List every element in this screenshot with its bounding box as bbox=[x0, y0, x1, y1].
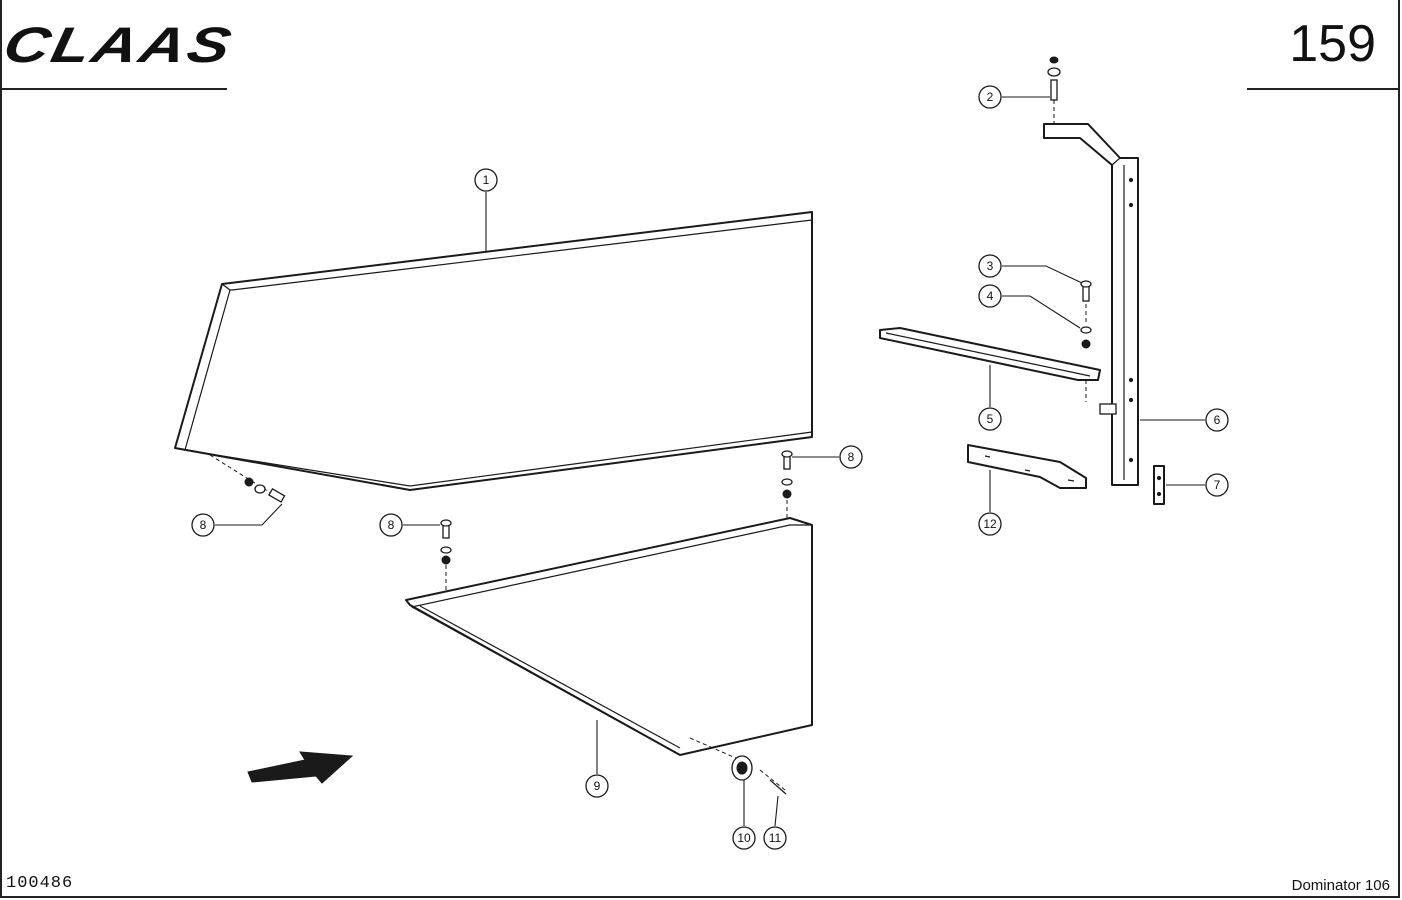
svg-text:8: 8 bbox=[388, 518, 395, 532]
callout-8-left: 8 bbox=[191, 513, 215, 537]
callout-1: 1 bbox=[474, 168, 498, 192]
header-rule-left bbox=[0, 88, 227, 90]
bolt-stack-8-center bbox=[440, 519, 452, 590]
svg-text:10: 10 bbox=[737, 831, 751, 845]
svg-text:7: 7 bbox=[1214, 478, 1221, 492]
svg-text:8: 8 bbox=[200, 518, 207, 532]
bolt-stack-8-left bbox=[244, 477, 286, 503]
callout-3: 3 bbox=[978, 254, 1002, 278]
svg-text:11: 11 bbox=[769, 831, 782, 845]
upper-side-panel bbox=[174, 211, 813, 501]
bolt-stack-3-4 bbox=[1080, 280, 1092, 349]
offset-bracket bbox=[967, 444, 1087, 489]
callout-4: 4 bbox=[978, 284, 1002, 308]
callout-5: 5 bbox=[978, 407, 1002, 431]
vertical-bracket bbox=[1043, 123, 1139, 486]
callout-9: 9 bbox=[585, 774, 609, 798]
callout-7: 7 bbox=[1205, 473, 1229, 497]
svg-text:1: 1 bbox=[483, 173, 490, 187]
svg-text:3: 3 bbox=[987, 259, 994, 273]
leader-lines bbox=[215, 96, 1205, 827]
svg-text:12: 12 bbox=[983, 517, 997, 531]
callout-11: 11 bbox=[763, 826, 787, 850]
callout-6: 6 bbox=[1205, 408, 1229, 432]
split-pin bbox=[769, 779, 787, 795]
small-plate bbox=[1153, 465, 1165, 505]
callout-2: 2 bbox=[978, 85, 1002, 109]
svg-text:5: 5 bbox=[987, 412, 994, 426]
bolt-stack-2 bbox=[1047, 56, 1061, 124]
grommet bbox=[731, 755, 753, 781]
callout-8-right: 8 bbox=[839, 445, 863, 469]
callout-8-center: 8 bbox=[379, 513, 403, 537]
direction-arrow-icon bbox=[247, 751, 354, 784]
drawing-number: 100486 bbox=[6, 874, 74, 893]
svg-text:6: 6 bbox=[1214, 413, 1221, 427]
flat-strut bbox=[879, 327, 1117, 415]
svg-text:2: 2 bbox=[987, 90, 994, 104]
svg-text:8: 8 bbox=[848, 450, 855, 464]
page-number: 159 bbox=[1289, 15, 1376, 73]
svg-text:9: 9 bbox=[594, 779, 601, 793]
callout-12: 12 bbox=[978, 512, 1002, 536]
svg-text:4: 4 bbox=[987, 289, 994, 303]
bolt-stack-8-right bbox=[781, 450, 793, 520]
lower-deflector-plate bbox=[405, 517, 813, 791]
header-rule-right bbox=[1247, 88, 1400, 90]
model-name: Dominator 106 bbox=[1291, 877, 1390, 894]
callout-10: 10 bbox=[732, 826, 756, 850]
